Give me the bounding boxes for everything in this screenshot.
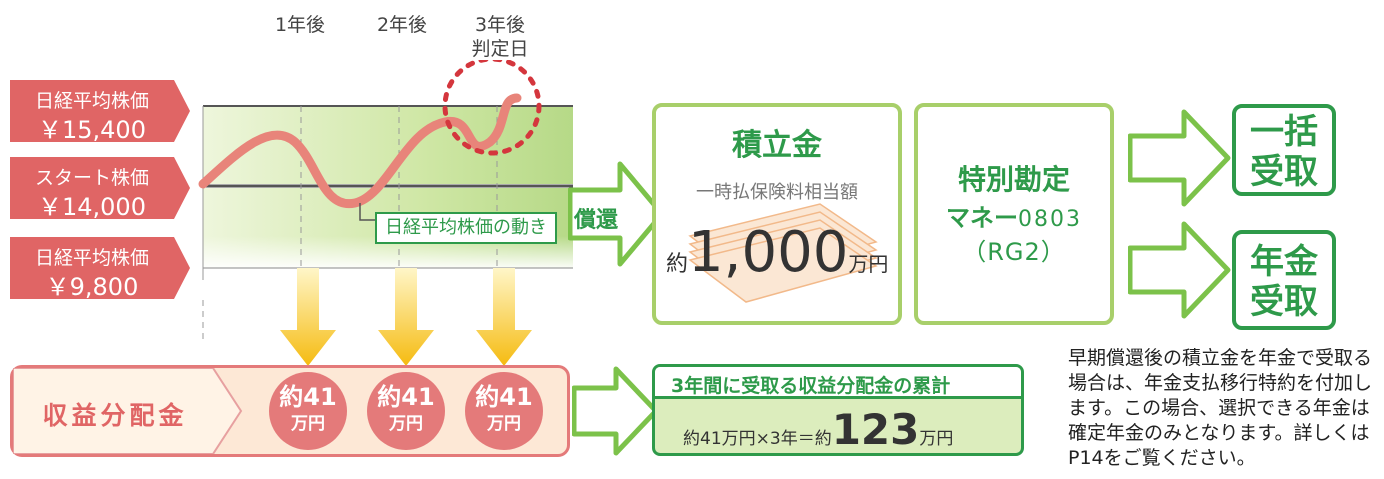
special-account-box [914, 103, 1114, 325]
pension-line1: 年金 [1250, 242, 1318, 282]
reserve-amount-value: 1,000 [688, 220, 849, 285]
income-label-chevron [13, 368, 243, 454]
judgement-day-label: 判定日 [471, 38, 529, 60]
lump-sum-box: 一括 受取 [1232, 104, 1336, 196]
judgement-circle [442, 60, 542, 156]
tag-high-title: 日経平均株価 [34, 90, 149, 112]
reserve-subtitle: 一時払保険料相当額 [696, 182, 858, 203]
income-label: 収益分配金 [42, 401, 188, 430]
special-account-name: マネー0803 [914, 198, 1114, 233]
pension-line2: 受取 [1250, 282, 1318, 322]
tag-start-price-value: ￥14,000 [38, 193, 146, 221]
special-money-code: 0803 [1018, 207, 1082, 232]
pension-box: 年金 受取 [1232, 230, 1336, 330]
tag-high-price-value: ￥15,400 [38, 116, 146, 144]
income-circle-1: 約41 万円 [269, 372, 347, 450]
down-arrow-1 [280, 268, 336, 366]
arrow-total [572, 366, 659, 456]
arrow-lump-sum [1128, 109, 1231, 207]
income-circle-2: 約41 万円 [367, 372, 445, 450]
special-account-title: 特別勘定 [957, 163, 1070, 196]
total-amount: 123 [831, 405, 920, 454]
redemption-label: 償還 [574, 208, 619, 233]
special-money-label: マネー [946, 204, 1018, 232]
arrow-pension [1128, 221, 1231, 319]
income-circle-2-top: 約41 [377, 383, 435, 411]
total-formula: 約41万円×3年＝約123万円 [655, 399, 1021, 454]
price-line [198, 93, 522, 209]
tag-low-price: 日経平均株価 ￥9,800 [10, 237, 190, 301]
year-2-label: 2年後 [376, 14, 428, 36]
tag-start-title: スタート株価 [34, 167, 149, 189]
lump-sum-line1: 一括 [1250, 112, 1318, 152]
total-formula-text: 約41万円×3年＝約 [683, 429, 832, 449]
tag-high-price: 日経平均株価 ￥15,400 [10, 80, 190, 144]
movement-label: 日経平均株価の動き [375, 212, 557, 244]
income-circle-3: 約41 万円 [465, 372, 543, 450]
income-circle-1-top: 約41 [279, 383, 337, 411]
reserve-amount: 約1,000万円 [666, 220, 896, 285]
total-title: 3年間に受取る収益分配金の累計 [655, 367, 1021, 399]
banknote-stack-icon [688, 203, 878, 303]
total-box: 3年間に受取る収益分配金の累計 約41万円×3年＝約123万円 [652, 364, 1024, 456]
income-circle-2-bottom: 万円 [389, 414, 423, 434]
tag-start-price: スタート株価 ￥14,000 [10, 157, 190, 221]
income-circle-3-bottom: 万円 [487, 414, 521, 434]
year-3-label: 3年後 [474, 14, 526, 36]
year-1-label: 1年後 [274, 14, 326, 36]
special-account-code: （RG2） [962, 238, 1066, 266]
lump-sum-line2: 受取 [1250, 152, 1318, 192]
down-arrow-3 [476, 268, 532, 366]
tag-low-title: 日経平均株価 [34, 247, 149, 269]
reserve-unit: 万円 [848, 252, 889, 276]
down-arrow-2 [378, 268, 434, 366]
income-circle-1-bottom: 万円 [291, 414, 325, 434]
income-circle-3-top: 約41 [475, 383, 533, 411]
reserve-prefix: 約 [666, 252, 689, 277]
reserve-title: 積立金 [732, 128, 822, 163]
tag-low-price-value: ￥9,800 [45, 273, 139, 301]
total-unit: 万円 [919, 429, 954, 449]
pension-note: 早期償還後の積立金を年金で受取る場合は、年金支払移行特約を付加します。この場合、… [1068, 347, 1373, 469]
arrow-redemption [568, 161, 665, 267]
